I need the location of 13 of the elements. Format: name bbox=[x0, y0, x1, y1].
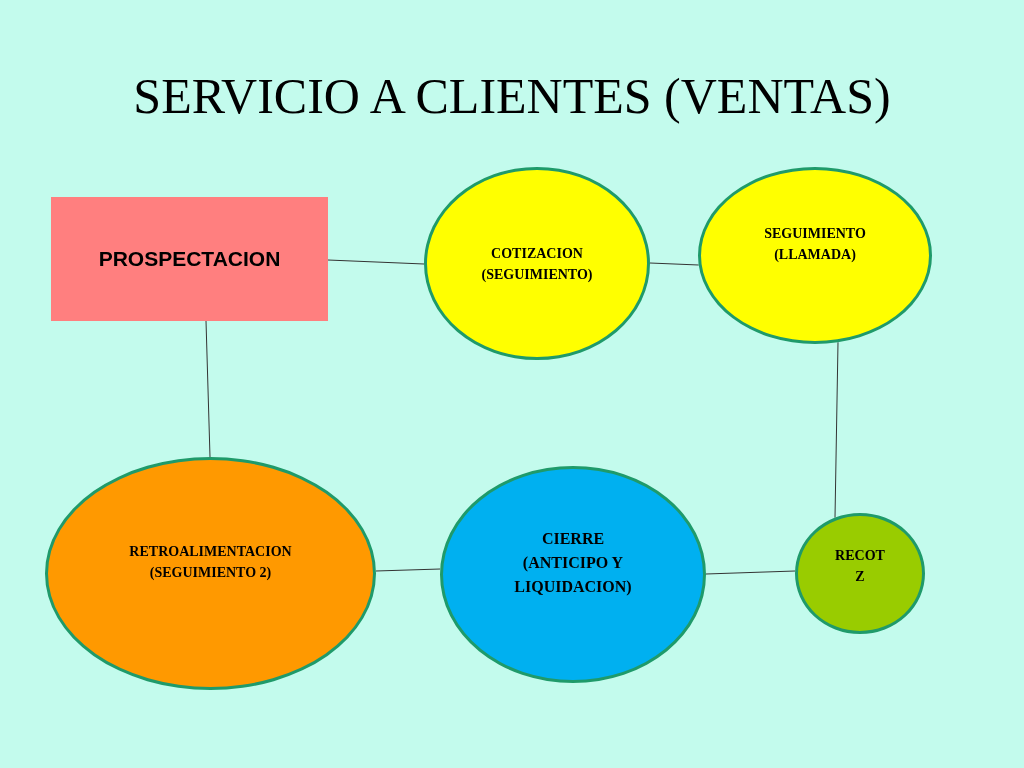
connector-line bbox=[205, 320, 211, 458]
node-label: COTIZACION (SEGUIMIENTO) bbox=[480, 244, 594, 284]
connector-line bbox=[649, 262, 700, 266]
node-label: CIERRE (ANTICIPO Y LIQUIDACION) bbox=[513, 528, 633, 597]
connector-line bbox=[705, 570, 796, 575]
connector-line bbox=[327, 259, 425, 265]
connector-line bbox=[375, 568, 441, 572]
node-label: RETROALIMENTACION (SEGUIMIENTO 2) bbox=[128, 542, 293, 582]
process-box bbox=[51, 197, 328, 321]
title: SERVICIO A CLIENTES (VENTAS) bbox=[132, 67, 892, 126]
node-label: SEGUIMIENTO (LLAMADA) bbox=[763, 224, 867, 264]
node-label: RECOT Z bbox=[834, 546, 886, 586]
node-label: PROSPECTACION bbox=[98, 246, 281, 273]
